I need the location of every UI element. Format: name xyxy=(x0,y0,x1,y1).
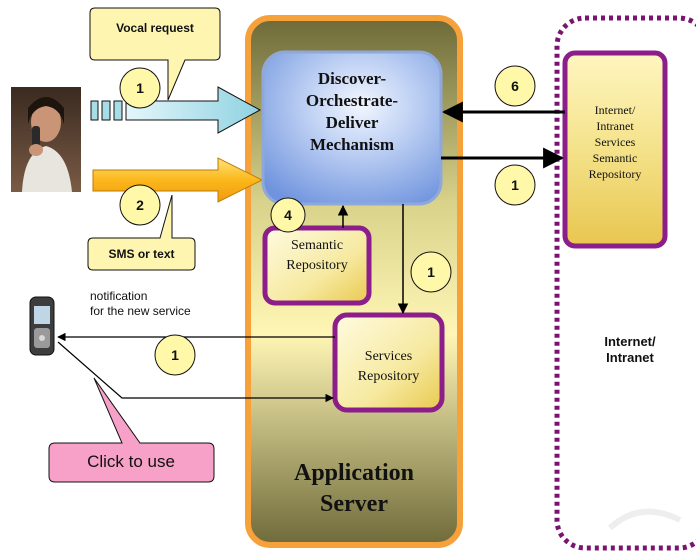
semantic-repo-line1: Semantic xyxy=(290,238,344,253)
badge-internet-out xyxy=(494,164,536,206)
discover-line1: Discover- xyxy=(317,69,387,88)
person-photo xyxy=(11,87,81,192)
internet-repo-line1: Internet/ xyxy=(594,103,636,117)
internet-repo-line3: Services xyxy=(594,135,636,149)
badge-vocal xyxy=(119,67,161,109)
badge-notification xyxy=(154,334,196,376)
sms-arrow xyxy=(92,157,264,203)
semantic-repo-line2: Repository xyxy=(286,258,348,273)
vocal-arrow-dash-3 xyxy=(113,100,123,121)
services-repo-line2: Repository xyxy=(357,369,420,384)
discover-box xyxy=(261,50,443,206)
internet-region-line2: Intranet xyxy=(606,350,654,365)
semantic-repository-box xyxy=(262,225,372,306)
internet-region-line1: Internet/ xyxy=(604,334,656,349)
discover-line2: Orchestrate- xyxy=(305,91,399,110)
vocal-request-callout-shape xyxy=(89,7,221,101)
badge-sms xyxy=(119,184,161,226)
vocal-arrow-dash-1 xyxy=(90,100,99,121)
services-repo-line1: Services xyxy=(364,349,413,364)
badge-semantic xyxy=(270,197,306,233)
services-repository-box xyxy=(332,312,445,413)
internet-repo-line4: Semantic xyxy=(592,151,638,165)
app-server-line2: Server xyxy=(320,491,388,517)
vocal-arrow-dash-2 xyxy=(101,100,111,121)
click-to-use-callout-shape xyxy=(48,377,215,483)
badge-notification-number: 1 xyxy=(171,347,179,363)
badge-internet-in-number: 6 xyxy=(511,78,519,94)
notification-text-line2: for the new service xyxy=(90,304,191,318)
discover-line4: Mechanism xyxy=(309,135,395,154)
arrow-phone-to-services xyxy=(57,341,334,403)
internet-repo-line2: Intranet xyxy=(596,119,634,133)
badge-internet-in xyxy=(494,65,536,107)
badge-internet-out-number: 1 xyxy=(511,177,519,193)
internet-repo-line5: Repository xyxy=(588,167,642,181)
badge-sms-number: 2 xyxy=(136,197,144,213)
discover-line3: Deliver xyxy=(325,113,379,132)
vocal-arrow xyxy=(125,86,262,134)
badge-semantic-number: 4 xyxy=(284,207,292,223)
sms-callout-shape xyxy=(87,194,196,271)
app-server-line1: Application xyxy=(293,460,415,486)
mobile-phone-icon xyxy=(29,296,55,356)
internet-repository-box xyxy=(562,50,668,249)
notification-text-line1: notification xyxy=(90,289,148,303)
badge-vocal-number: 1 xyxy=(136,80,144,96)
click-to-use-label: Click to use xyxy=(87,452,175,471)
vocal-request-label: Vocal request xyxy=(116,21,194,35)
badge-services-number: 1 xyxy=(427,264,435,280)
sms-or-text-label: SMS or text xyxy=(108,247,175,261)
badge-services xyxy=(410,251,452,293)
watermark-decoration xyxy=(607,508,682,531)
